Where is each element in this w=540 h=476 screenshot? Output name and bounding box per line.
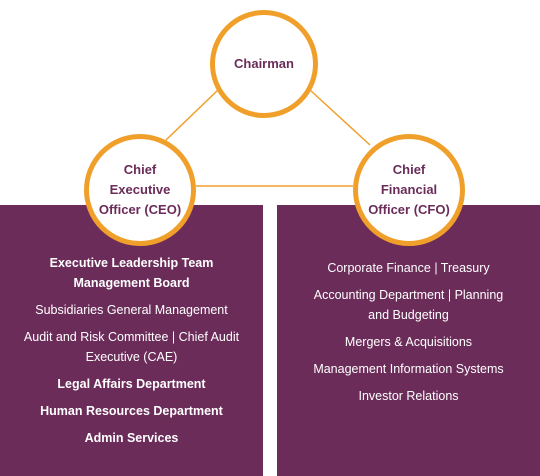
connector-chairman-ceo xyxy=(165,89,219,141)
cfo-unit-list: Corporate Finance | Treasury Accounting … xyxy=(277,258,540,413)
cfo-unit-item: Management Information Systems xyxy=(313,362,504,376)
ceo-unit-item: Human Resources Department xyxy=(40,404,223,418)
ceo-unit-item: Admin Services xyxy=(84,431,179,445)
ceo-unit-item: Legal Affairs Department xyxy=(57,377,206,391)
ceo-unit-item: Executive Leadership Team Management Boa… xyxy=(49,256,214,290)
cfo-unit-item: Mergers & Acquisitions xyxy=(344,335,473,349)
cfo-panel xyxy=(277,205,540,476)
ceo-unit-list: Executive Leadership Team Management Boa… xyxy=(0,253,263,455)
ceo-node: Chief Executive Officer (CEO) xyxy=(84,134,196,246)
ceo-unit-item: Audit and Risk Committee | Chief Audit E… xyxy=(23,330,240,364)
cfo-node: Chief Financial Officer (CFO) xyxy=(353,134,465,246)
cfo-unit-item: Accounting Department | Planning and Bud… xyxy=(313,288,504,322)
ceo-label: Chief Executive Officer (CEO) xyxy=(98,162,182,217)
ceo-unit-item: Subsidiaries General Management xyxy=(35,303,228,317)
cfo-unit-item: Corporate Finance | Treasury xyxy=(327,261,490,275)
connector-chairman-cfo xyxy=(309,89,371,146)
chairman-label: Chairman xyxy=(234,56,294,71)
chairman-node: Chairman xyxy=(210,10,318,118)
cfo-label: Chief Financial Officer (CFO) xyxy=(368,162,450,217)
cfo-unit-item: Investor Relations xyxy=(358,389,459,403)
ceo-panel xyxy=(0,205,263,476)
